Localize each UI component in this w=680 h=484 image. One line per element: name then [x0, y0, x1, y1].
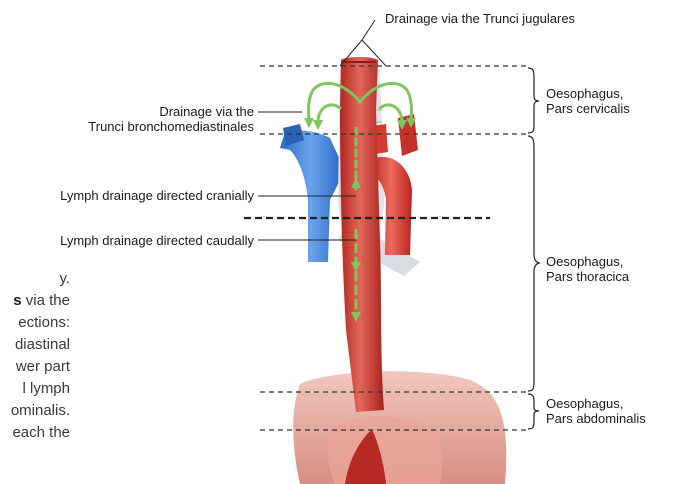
- label-bronchomediastinales-line1: Drainage via the: [88, 104, 254, 119]
- label-pars-abdominalis-line1: Oesophagus,: [546, 396, 646, 411]
- label-trunci-jugulares: Drainage via the Trunci jugulares: [385, 11, 575, 26]
- label-drainage-caudally: Lymph drainage directed caudally: [60, 233, 254, 248]
- label-pars-thoracica-line1: Oesophagus,: [546, 254, 629, 269]
- label-drainage-cranially: Lymph drainage directed cranially: [60, 188, 254, 203]
- label-pars-abdominalis: Oesophagus, Pars abdominalis: [546, 396, 646, 426]
- label-pars-cervicalis: Oesophagus, Pars cervicalis: [546, 86, 630, 116]
- body-line-7: ominalis.: [0, 400, 70, 422]
- body-line-8: each the: [0, 422, 70, 444]
- label-bronchomediastinales-line2: Trunci bronchomediastinales: [88, 119, 254, 134]
- body-line-2-bold: s: [13, 292, 21, 309]
- body-line-5: wer part: [0, 356, 70, 378]
- label-pars-thoracica-line2: Pars thoracica: [546, 269, 629, 284]
- label-pars-thoracica: Oesophagus, Pars thoracica: [546, 254, 629, 284]
- body-line-4: diastinal: [0, 334, 70, 356]
- body-line-3: ections:: [0, 312, 70, 334]
- stomach: [293, 371, 506, 484]
- region-braces: [528, 68, 539, 429]
- body-line-2: s via the: [0, 290, 70, 312]
- label-pars-cervicalis-line1: Oesophagus,: [546, 86, 630, 101]
- label-bronchomediastinales: Drainage via the Trunci bronchomediastin…: [88, 104, 254, 134]
- veins: [280, 124, 341, 262]
- body-line-6: l lymph: [0, 378, 70, 400]
- label-pars-abdominalis-line2: Pars abdominalis: [546, 411, 646, 426]
- body-line-1: y.: [0, 268, 70, 290]
- truncated-body-text: y. s via the ections: diastinal wer part…: [0, 268, 70, 444]
- label-pars-cervicalis-line2: Pars cervicalis: [546, 101, 630, 116]
- body-line-2-rest: via the: [22, 292, 70, 309]
